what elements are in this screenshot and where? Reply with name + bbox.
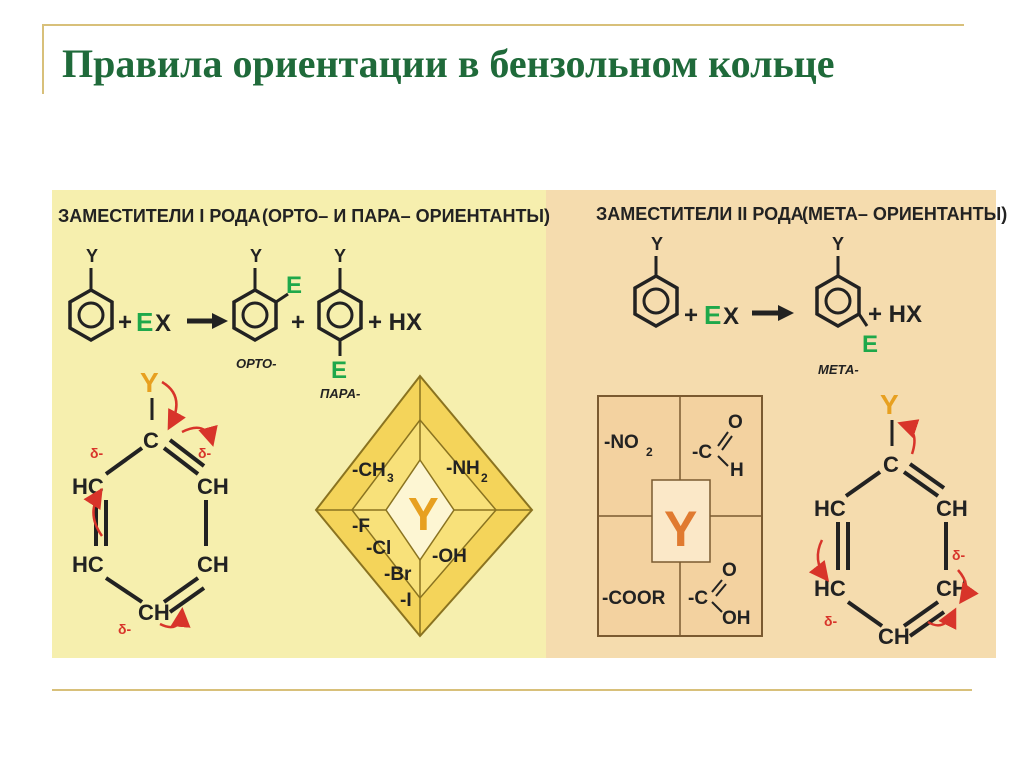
delta-minus-ortho-right: δ- [198,445,211,461]
red-arrow [83,487,104,537]
group-ch3-subscript: 3 [387,471,394,485]
benzene-reactant: Y [68,246,114,343]
substituent-y: Y [334,246,346,266]
group-ch3: -CH [352,460,386,481]
right-heading-type: ЗАМЕСТИТЕЛИ II РОДА [596,204,804,224]
left-rule [42,24,44,94]
atom-ch-lower: CH [197,552,229,577]
group-cho-h: H [730,460,744,481]
group-f: -F [352,516,370,537]
benzene-reactant: Y [633,234,679,329]
red-arrow [927,607,957,630]
atom-hc-upper: HC [814,496,846,521]
red-arrow [161,380,186,431]
delta-minus-meta-left: δ- [824,613,837,629]
atom-c-top: C [883,452,899,477]
atom-ch-upper: CH [936,496,968,521]
group-cooh-c: -C [688,588,708,609]
atom-hc-lower: HC [72,552,104,577]
electrophile-e: E [136,307,153,337]
red-arrow [159,607,191,629]
substituent-y: Y [832,234,844,254]
reagent-x: X [155,310,171,337]
electron-density-ring-left: Y C HC CH HC CH CH δ- δ- δ- [72,367,229,637]
delta-minus-para: δ- [118,621,131,637]
electrophile-e: E [704,300,721,330]
atom-ch-upper: CH [197,474,229,499]
left-heading-orientants: (ОРТО– И ПАРА– ОРИЕНТАНТЫ) [262,206,550,226]
electrophile-e: E [862,331,878,358]
plus-sign: + [684,302,698,329]
group-cooh-o: O [722,560,737,581]
atom-ch-bottom: CH [878,624,910,649]
group-coor: -COOR [602,588,666,609]
atom-ch-bottom: CH [138,600,170,625]
delta-minus-ortho-left: δ- [90,445,103,461]
red-arrow [897,419,920,455]
big-substituent-y: Y [140,367,159,398]
reagent-x: X [723,303,739,330]
red-arrow [181,424,218,447]
slide-title: Правила ориентации в бензольном кольце [62,41,835,86]
group-cl: -Cl [366,538,391,559]
top-rule [42,24,964,26]
atom-c-top: C [143,428,159,453]
delta-minus-meta-right: δ- [952,547,965,563]
red-arrow [957,569,979,605]
atom-hc-lower: HC [814,576,846,601]
group-oh: -OH [432,546,467,567]
right-panel: ЗАМЕСТИТЕЛИ II РОДА (МЕТА– ОРИЕНТАНТЫ) Y… [596,204,1007,649]
bottom-rule [52,689,972,691]
left-heading-type: ЗАМЕСТИТЕЛИ I РОДА [58,206,261,226]
substituent-y: Y [651,234,663,254]
byproduct-hx: + HX [368,309,422,336]
byproduct-hx: + HX [868,301,922,328]
substituent-y: Y [250,246,262,266]
substituents-square: Y -NO 2 -C O H -COOR -C O OH [597,395,763,637]
meta-label: МЕТА- [818,362,859,377]
left-panel-bg [52,190,546,658]
group-cooh-oh: OH [722,608,751,629]
left-panel: ЗАМЕСТИТЕЛИ I РОДА (ОРТО– И ПАРА– ОРИЕНТ… [58,206,550,638]
diamond-center-y: Y [408,488,439,540]
group-no2: -NO [604,432,639,453]
group-cho-c: -C [692,442,712,463]
group-cho-o: O [728,412,743,433]
benzene-meta-product: Y E МЕТА- [815,234,878,377]
right-heading-orientants: (МЕТА– ОРИЕНТАНТЫ) [802,204,1007,224]
para-label: ПАРА- [320,386,360,401]
group-br: -Br [384,564,412,585]
group-i: -I [400,590,412,611]
electrophile-e: E [331,357,347,384]
red-arrow [808,539,830,582]
substituents-diamond: Y -CH 3 -NH 2 -F -Cl -Br -I -OH [314,374,534,638]
substituent-y: Y [86,246,98,266]
group-nh2-subscript: 2 [481,471,488,485]
square-center-y: Y [664,501,697,557]
benzene-ortho-product: Y E ОРТО- [232,246,302,371]
electron-density-ring-right: Y C HC CH HC CH CH δ- δ- [808,389,979,649]
plus-sign: + [118,309,132,336]
electrophile-e: E [286,272,302,299]
ortho-label: ОРТО- [236,356,277,371]
plus-sign: + [291,309,305,336]
group-nh2: -NH [446,458,480,479]
big-substituent-y: Y [880,389,899,420]
group-no2-subscript: 2 [646,445,653,459]
benzene-para-product: Y E ПАРА- [317,246,363,401]
